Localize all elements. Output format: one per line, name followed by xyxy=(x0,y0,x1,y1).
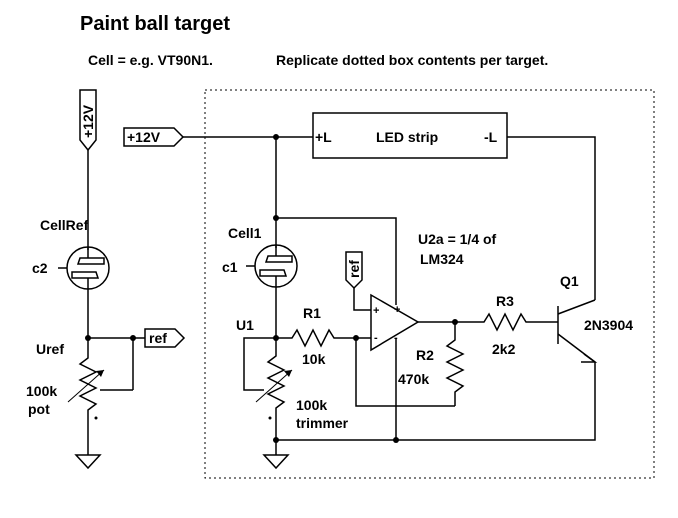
wire-r2-feedback xyxy=(355,338,455,407)
subtitle-cell: Cell = e.g. VT90N1. xyxy=(88,52,213,68)
r1-value-label: 10k xyxy=(302,351,326,367)
c2-label: c2 xyxy=(32,260,48,276)
supply-top-label: +12V xyxy=(80,104,96,138)
junction-ground-trimmer xyxy=(273,437,279,443)
wire-ground-rail xyxy=(276,362,596,441)
led-minus-label: -L xyxy=(484,129,498,145)
cell1-label: Cell1 xyxy=(228,225,262,241)
r2-label: R2 xyxy=(416,347,434,363)
r2-value-label: 470k xyxy=(398,371,429,387)
ref-flag: ref xyxy=(144,328,186,348)
ground-symbol-right xyxy=(262,454,290,470)
subtitle-replicate: Replicate dotted box contents per target… xyxy=(276,52,548,68)
resistor-r2 xyxy=(445,322,465,406)
potentiometer-100k xyxy=(67,338,134,420)
title: Paint ball target xyxy=(80,13,230,35)
wire-ref-to-plus xyxy=(353,288,371,311)
wire-led-to-collector xyxy=(507,136,596,300)
trimmer-value-label: 100k xyxy=(296,397,327,413)
r3-label: R3 xyxy=(496,293,514,309)
r1-label: R1 xyxy=(303,305,321,321)
trimmer-name-label: trimmer xyxy=(296,415,349,431)
led-plus-label: +L xyxy=(315,129,332,145)
c1-label: c1 xyxy=(222,259,238,275)
q1-part-label: 2N3904 xyxy=(584,317,633,333)
ref-flag-label: ref xyxy=(149,330,167,346)
u1-label: U1 xyxy=(236,317,254,333)
wire-opamp-supply xyxy=(276,217,397,305)
cellref-label: CellRef xyxy=(40,217,89,233)
supply-flag-left: +12V xyxy=(123,127,185,147)
r3-value-label: 2k2 xyxy=(492,341,516,357)
transistor-q1 xyxy=(557,299,598,363)
uref-label: Uref xyxy=(36,341,64,357)
pot-name-label: pot xyxy=(28,401,50,417)
opamp-ref-label: ref xyxy=(346,260,362,278)
photocell-cell1 xyxy=(246,244,298,288)
u2a-label-line1: U2a = 1/4 of xyxy=(418,231,497,247)
u2a-label-line2: LM324 xyxy=(420,251,464,267)
trimmer-100k xyxy=(243,337,293,420)
supply-left-label: +12V xyxy=(127,129,161,145)
q1-label: Q1 xyxy=(560,273,579,289)
opamp-plus-input-label: + xyxy=(373,305,379,317)
led-name-label: LED strip xyxy=(376,129,438,145)
supply-flag-top: +12V xyxy=(79,89,97,152)
resistor-r3 xyxy=(476,312,558,332)
resistor-r1 xyxy=(276,328,356,348)
opamp-u2a: + + - - xyxy=(370,293,420,352)
replicate-box xyxy=(204,89,655,479)
pot-value-label: 100k xyxy=(26,383,57,399)
photocell-cellref xyxy=(58,246,110,290)
led-strip: +L LED strip -L xyxy=(312,112,508,159)
opamp-minus-input-label: - xyxy=(374,332,378,344)
opamp-plus-supply-label: + xyxy=(394,304,400,316)
opamp-ref-flag: ref xyxy=(345,251,363,290)
junction-ground-opamp xyxy=(393,437,399,443)
ground-symbol-left xyxy=(74,454,102,470)
